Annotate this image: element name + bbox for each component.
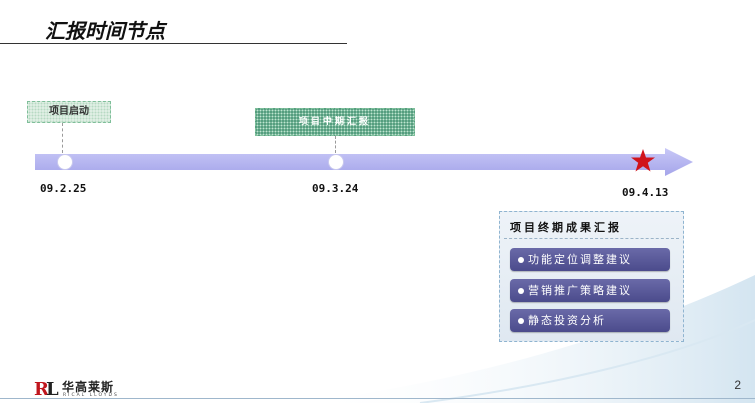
date-end: 09.4.13 [622, 186, 669, 199]
svg-text:R: R [34, 379, 50, 399]
deliverable-item: 静态投资分析 [510, 309, 670, 332]
bullet-icon [518, 288, 524, 294]
page-title: 汇报时间节点 [45, 19, 165, 43]
svg-text:L: L [46, 379, 59, 399]
milestone-dot-start [57, 154, 73, 170]
page-number: 2 [734, 378, 741, 392]
final-report-title: 项目终期成果汇报 [510, 221, 622, 234]
date-start: 09.2.25 [40, 182, 87, 195]
bullet-icon [518, 318, 524, 324]
footer-rule [0, 398, 755, 399]
milestone-label-start: 项目启动 [27, 101, 111, 123]
milestone-dot-mid [328, 154, 344, 170]
milestone-label-mid: 项目中期汇报 [255, 108, 415, 136]
date-mid: 09.3.24 [312, 182, 359, 195]
title-underline [0, 43, 347, 44]
deliverable-label: 功能定位调整建议 [528, 253, 632, 266]
timeline-arrow [35, 148, 693, 176]
deliverable-item: 营销推广策略建议 [510, 279, 670, 302]
final-report-panel: 项目终期成果汇报 功能定位调整建议 营销推广策略建议 静态投资分析 [499, 211, 684, 342]
final-report-divider [504, 238, 679, 239]
logo-chinese-name: 华高莱斯 [62, 380, 115, 394]
logo-mark-icon: R L [34, 379, 59, 399]
deliverable-item: 功能定位调整建议 [510, 248, 670, 271]
logo-english-name: RICAL LLOYDS [63, 393, 119, 398]
deliverable-label: 静态投资分析 [528, 314, 606, 327]
star-icon [631, 149, 655, 172]
bullet-icon [518, 257, 524, 263]
milestone-connector-start [62, 123, 64, 153]
milestone-connector-mid [335, 136, 337, 153]
deliverable-label: 营销推广策略建议 [528, 284, 632, 297]
company-logo: R L 华高莱斯 RICAL LLOYDS [34, 377, 134, 399]
